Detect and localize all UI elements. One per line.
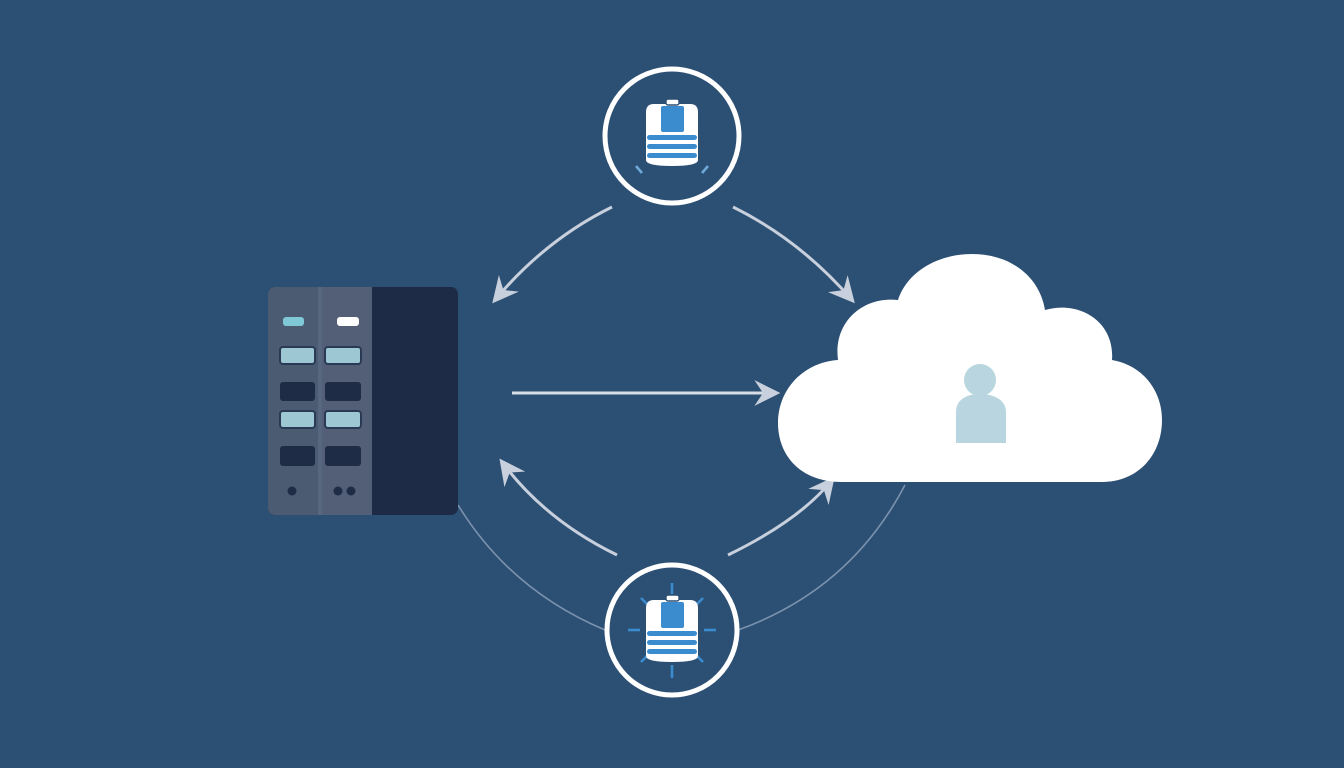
- status-led-teal: [283, 317, 304, 326]
- database-sync-icon: [604, 562, 740, 698]
- power-dot: [346, 486, 356, 496]
- cloud-icon: [778, 254, 1162, 482]
- connector-cloud-bottom: [737, 484, 906, 631]
- connector-server-bottom: [457, 504, 606, 631]
- database-icon: [602, 66, 742, 206]
- power-dot: [287, 486, 297, 496]
- drive-bay: [325, 446, 361, 466]
- drive-bay: [324, 346, 362, 365]
- arrow-top-to-cloud: [732, 205, 855, 304]
- drive-bay: [280, 446, 315, 466]
- drive-bay: [279, 346, 316, 365]
- user-icon: [956, 364, 1006, 443]
- arrow-bottom-to-cloud: [727, 476, 835, 557]
- arrow-bottom-to-server: [499, 458, 618, 557]
- drive-bay: [324, 410, 362, 429]
- drive-bay: [325, 382, 361, 401]
- status-led-white: [337, 317, 359, 326]
- server-rack-icon: [268, 287, 458, 515]
- power-dot: [333, 486, 343, 496]
- drive-bay: [280, 382, 315, 401]
- drive-bay: [279, 410, 316, 429]
- arrow-top-to-server: [492, 205, 613, 304]
